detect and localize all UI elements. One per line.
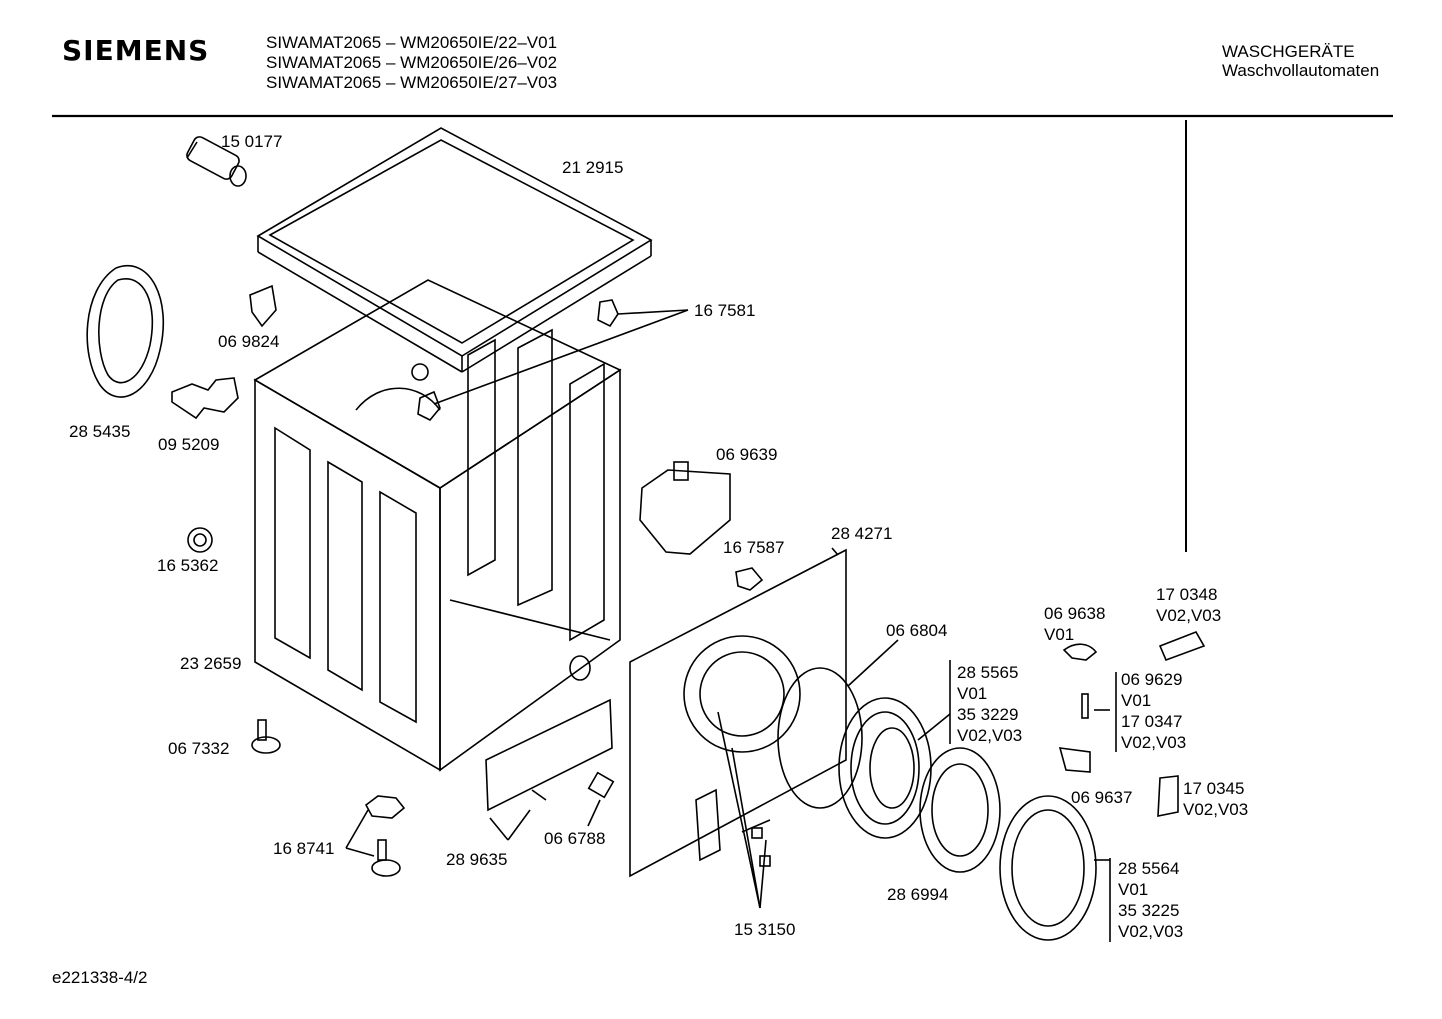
part-variant-170347: V02,V03 [1121,733,1187,752]
part-variant-285564: V01 [1118,880,1149,899]
category-block: WASCHGERÄTE Waschvollautomaten [1222,42,1379,80]
foot-168741-part [345,795,406,877]
spring-170348 [1158,631,1206,662]
part-label-095209: 09 5209 [158,435,220,454]
part-variant-353229: V02,V03 [957,726,1023,745]
part-variant-170345: V02,V03 [1183,800,1249,819]
part-label-066804: 06 6804 [886,621,948,640]
part-label-167581: 16 7581 [694,301,756,320]
part-label-285435: 28 5435 [69,422,131,441]
wire-clamp-part [777,639,899,809]
front-panel-part [629,547,847,878]
part-label-170347: 17 0347 [1121,712,1183,731]
part-label-285564: 28 5564 [1118,859,1180,878]
top-cover-part [256,127,653,373]
part-label-167587: 16 7587 [723,538,785,557]
door-trim-part [999,795,1111,942]
bracket-069824 [249,284,277,328]
part-label-153150: 15 3150 [734,920,796,939]
part-label-069629: 06 9629 [1121,670,1183,689]
part-label-069637: 06 9637 [1071,788,1133,807]
part-label-150177: 15 0177 [221,132,283,151]
model-line-1: SIWAMAT2065 – WM20650IE/22–V01 [266,33,558,52]
part-label-170348: 17 0348 [1156,585,1218,604]
part-label-170345: 17 0345 [1183,779,1245,798]
door-glass-part [919,747,1001,873]
latch-069637 [1058,747,1091,773]
clamp-095209 [171,377,239,420]
model-line-3: SIWAMAT2065 – WM20650IE/27–V03 [266,73,558,92]
part-label-069638: 06 9638 [1044,604,1106,623]
part-label-067332: 06 7332 [168,739,230,758]
plinth-part [485,698,613,841]
part-label-353225: 35 3225 [1118,901,1180,920]
pin-069629 [1081,693,1089,719]
clip-167581-a [597,299,619,328]
document-id: e221338-4/2 [52,968,148,987]
spring-069638 [1062,643,1098,661]
part-label-286994: 28 6994 [887,885,949,904]
foot-067332-part [251,719,281,754]
part-label-212915: 21 2915 [562,158,624,177]
part-label-168741: 16 8741 [273,839,335,858]
part-label-165362: 16 5362 [157,556,219,575]
door-lock-part [639,461,731,555]
part-label-285565: 28 5565 [957,663,1019,682]
part-label-353229: 35 3229 [957,705,1019,724]
door-frame-part [838,660,951,839]
grommet-part [187,527,213,553]
part-variant-069629: V01 [1121,691,1152,710]
latch-170345 [1157,775,1179,817]
brand-logo: SIEMENS [62,34,210,67]
part-variant-353225: V02,V03 [1118,922,1184,941]
hose-connector-part [186,136,247,187]
gasket-ring-part [86,265,165,398]
part-variant-170348: V02,V03 [1156,606,1222,625]
cabinet-body-part [253,279,622,772]
model-line-2: SIWAMAT2065 – WM20650IE/26–V02 [266,53,558,72]
part-label-069824: 06 9824 [218,332,280,351]
part-label-289635: 28 9635 [446,850,508,869]
part-label-232659: 23 2659 [180,654,242,673]
part-label-284271: 28 4271 [831,524,893,543]
fitting-round [411,363,429,381]
category-title: WASCHGERÄTE [1222,42,1355,61]
clip-167581-b [417,390,441,421]
part-label-066788: 06 6788 [544,829,606,848]
part-variant-285565: V01 [957,684,988,703]
category-subtitle: Waschvollautomaten [1222,61,1380,80]
model-list: SIWAMAT2065 – WM20650IE/22–V01 SIWAMAT20… [266,33,557,93]
hinge-167587 [735,567,764,591]
part-variant-069638: V01 [1044,625,1075,644]
part-label-069639: 06 9639 [716,445,778,464]
bolt-part [587,771,615,827]
